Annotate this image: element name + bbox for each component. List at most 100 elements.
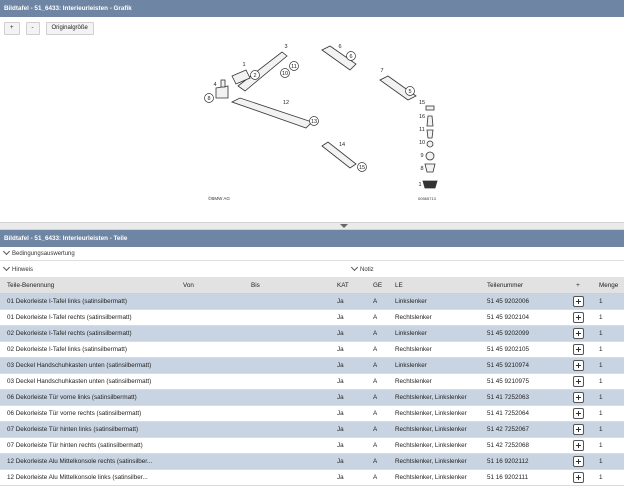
callout-6-ring[interactable]: 6 bbox=[349, 54, 352, 60]
cell-le: Rechtslenker, Linkslenker bbox=[388, 469, 480, 486]
col-header-ge[interactable]: GE bbox=[366, 277, 388, 294]
cell-add bbox=[564, 405, 592, 422]
cell-part-name: 01 Dekorleiste I-Tafel links (satinsilbe… bbox=[0, 293, 176, 310]
part-shape-5 bbox=[220, 79, 226, 88]
parts-diagram[interactable]: 2 10 11 8 13 5 6 15 3 6 7 4 1 12 14 15 1… bbox=[0, 36, 624, 222]
add-to-cart-icon[interactable] bbox=[572, 296, 584, 307]
col-header-quantity[interactable]: Menge bbox=[592, 277, 624, 294]
cell-from bbox=[176, 357, 244, 374]
cell-add bbox=[564, 373, 592, 390]
callout-14[interactable]: 14 bbox=[339, 142, 345, 148]
col-header-from[interactable]: Von bbox=[176, 277, 244, 294]
table-row[interactable]: 02 Dekorleiste I-Tafel links (satinsilbe… bbox=[0, 341, 624, 358]
cell-le: Rechtslenker bbox=[388, 373, 480, 390]
add-to-cart-icon[interactable] bbox=[572, 360, 584, 371]
col-header-partnumber[interactable]: Teilenummer bbox=[480, 277, 564, 294]
cell-to bbox=[244, 341, 330, 358]
zoom-out-button[interactable]: - bbox=[25, 22, 40, 35]
callout-7[interactable]: 7 bbox=[380, 68, 383, 74]
cell-part-name: 02 Dekorleiste I-Tafel links (satinsilbe… bbox=[0, 341, 176, 358]
zoom-in-button[interactable]: + bbox=[4, 22, 20, 35]
cell-part-number: 51 45 9202105 bbox=[480, 341, 564, 358]
hint-label: Hinweis bbox=[12, 267, 34, 273]
table-row[interactable]: 01 Dekorleiste I-Tafel rechts (satinsilb… bbox=[0, 309, 624, 326]
cell-kat: Ja bbox=[330, 389, 366, 406]
callout-11-right[interactable]: 11 bbox=[419, 127, 425, 133]
parts-table: Teile-Benennung Von Bis KAT GE LE Teilen… bbox=[0, 277, 624, 486]
table-row[interactable]: 07 Dekorleiste Tür hinten links (satinsi… bbox=[0, 421, 624, 438]
cell-to bbox=[244, 469, 330, 486]
table-row[interactable]: 06 Dekorleiste Tür vorne links (satinsil… bbox=[0, 389, 624, 406]
add-to-cart-icon[interactable] bbox=[572, 424, 584, 435]
original-size-button[interactable]: Originalgröße bbox=[45, 22, 94, 35]
add-to-cart-icon[interactable] bbox=[572, 392, 584, 403]
graphic-panel-title: Bildtafel - 51_6433: Interieurleisten - … bbox=[0, 0, 624, 17]
callout-13[interactable]: 13 bbox=[311, 119, 317, 125]
table-row[interactable]: 02 Dekorleiste I-Tafel rechts (satinsilb… bbox=[0, 325, 624, 342]
table-row[interactable]: 03 Deckel Handschuhkasten unten (satinsi… bbox=[0, 373, 624, 390]
cell-ge: A bbox=[366, 421, 388, 438]
callout-10[interactable]: 10 bbox=[282, 71, 288, 77]
add-to-cart-icon[interactable] bbox=[572, 408, 584, 419]
cell-from bbox=[176, 437, 244, 454]
cell-part-number: 51 45 9210974 bbox=[480, 357, 564, 374]
table-row[interactable]: 12 Dekorleiste Alu Mittelkonsole rechts … bbox=[0, 453, 624, 470]
cell-quantity: 1 bbox=[592, 469, 624, 486]
cell-le: Linkslenker bbox=[388, 293, 480, 310]
part-shape-15 bbox=[425, 105, 435, 111]
conditions-toggle[interactable]: Bedingungsauswertung bbox=[2, 247, 75, 257]
callout-2[interactable]: 2 bbox=[253, 73, 256, 79]
cell-le: Rechtslenker bbox=[388, 341, 480, 358]
callout-15-ring[interactable]: 15 bbox=[359, 165, 365, 171]
callout-12[interactable]: 12 bbox=[283, 100, 289, 106]
cell-ge: A bbox=[366, 405, 388, 422]
cell-to bbox=[244, 405, 330, 422]
callout-15[interactable]: 15 bbox=[419, 100, 425, 106]
add-to-cart-icon[interactable] bbox=[572, 376, 584, 387]
add-to-cart-icon[interactable] bbox=[572, 328, 584, 339]
collapse-arrow-icon[interactable] bbox=[340, 224, 348, 228]
callout-11[interactable]: 11 bbox=[291, 64, 297, 70]
hint-toggle[interactable]: Hinweis bbox=[2, 263, 34, 273]
cell-from bbox=[176, 405, 244, 422]
callout-16[interactable]: 16 bbox=[419, 114, 425, 120]
cell-le: Rechtslenker bbox=[388, 309, 480, 326]
callout-6[interactable]: 6 bbox=[338, 44, 341, 50]
part-shape-14 bbox=[321, 141, 357, 169]
add-to-cart-icon[interactable] bbox=[572, 456, 584, 467]
table-row[interactable]: 07 Dekorleiste Tür hinten rechts (satins… bbox=[0, 437, 624, 454]
cell-from bbox=[176, 341, 244, 358]
part-shape-6 bbox=[321, 45, 357, 71]
col-header-to[interactable]: Bis bbox=[244, 277, 330, 294]
add-to-cart-icon[interactable] bbox=[572, 440, 584, 451]
callout-5[interactable]: 5 bbox=[408, 89, 411, 95]
callout-8-right[interactable]: 8 bbox=[420, 166, 423, 172]
callout-1-left[interactable]: 1 bbox=[242, 62, 245, 68]
cell-kat: Ja bbox=[330, 357, 366, 374]
add-to-cart-icon[interactable] bbox=[572, 344, 584, 355]
callout-1[interactable]: 1 bbox=[418, 182, 421, 188]
callout-8[interactable]: 8 bbox=[207, 96, 210, 102]
add-to-cart-icon[interactable] bbox=[572, 472, 584, 483]
col-header-add[interactable]: + bbox=[564, 277, 592, 294]
callout-4[interactable]: 4 bbox=[213, 82, 216, 88]
col-header-le[interactable]: LE bbox=[388, 277, 480, 294]
part-shape-1 bbox=[422, 180, 438, 189]
cell-le: Rechtslenker, Linkslenker bbox=[388, 405, 480, 422]
part-shape-11 bbox=[426, 129, 434, 139]
callout-10-right[interactable]: 10 bbox=[419, 140, 425, 146]
col-header-kat[interactable]: KAT bbox=[330, 277, 366, 294]
panel-splitter[interactable] bbox=[0, 222, 624, 230]
cell-ge: A bbox=[366, 341, 388, 358]
table-row[interactable]: 01 Dekorleiste I-Tafel links (satinsilbe… bbox=[0, 293, 624, 310]
col-header-name[interactable]: Teile-Benennung bbox=[0, 277, 176, 294]
table-row[interactable]: 12 Dekorleiste Alu Mittelkonsole links (… bbox=[0, 469, 624, 486]
part-shape-4 bbox=[215, 85, 229, 99]
table-row[interactable]: 06 Dekorleiste Tür vorne rechts (satinsi… bbox=[0, 405, 624, 422]
callout-3[interactable]: 3 bbox=[284, 44, 287, 50]
table-row[interactable]: 03 Deckel Handschuhkasten unten (satinsi… bbox=[0, 357, 624, 374]
add-to-cart-icon[interactable] bbox=[572, 312, 584, 323]
callout-9[interactable]: 9 bbox=[420, 153, 423, 159]
cell-part-number: 51 41 7252063 bbox=[480, 389, 564, 406]
note-toggle[interactable]: Notiz bbox=[350, 263, 374, 273]
